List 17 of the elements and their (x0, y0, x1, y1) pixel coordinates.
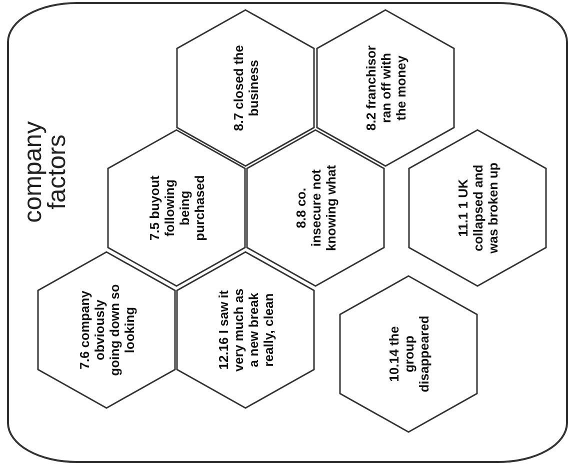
node-text: 8.8 co. insecure not knowing what (293, 164, 338, 252)
node-text: 11.1 1 UK collapsed and was broken up (455, 162, 500, 254)
node-text: 8.2 franchisor ran off with the money (363, 44, 408, 132)
hexagon-shape (176, 8, 315, 166)
node-text: 8.7 closed the business (230, 44, 260, 133)
hexagon-shape (339, 274, 478, 432)
hexagon-shape (316, 8, 455, 166)
hexagon-shape (37, 250, 176, 408)
node-text: 7.6 company obviously going down so looking (76, 284, 136, 376)
hexagon-shape (408, 128, 547, 286)
group-title: company factors (21, 120, 69, 225)
hexagon-shape (246, 128, 385, 286)
node-text: 7.5 buyout following being purchased (146, 174, 206, 242)
hexagon-shape (176, 250, 315, 408)
group-panel (7, 2, 568, 463)
node-text: 10.14 the group disappeared (386, 314, 431, 394)
node-text: 12.16 I saw it very much as a new break really, clean (216, 286, 276, 374)
